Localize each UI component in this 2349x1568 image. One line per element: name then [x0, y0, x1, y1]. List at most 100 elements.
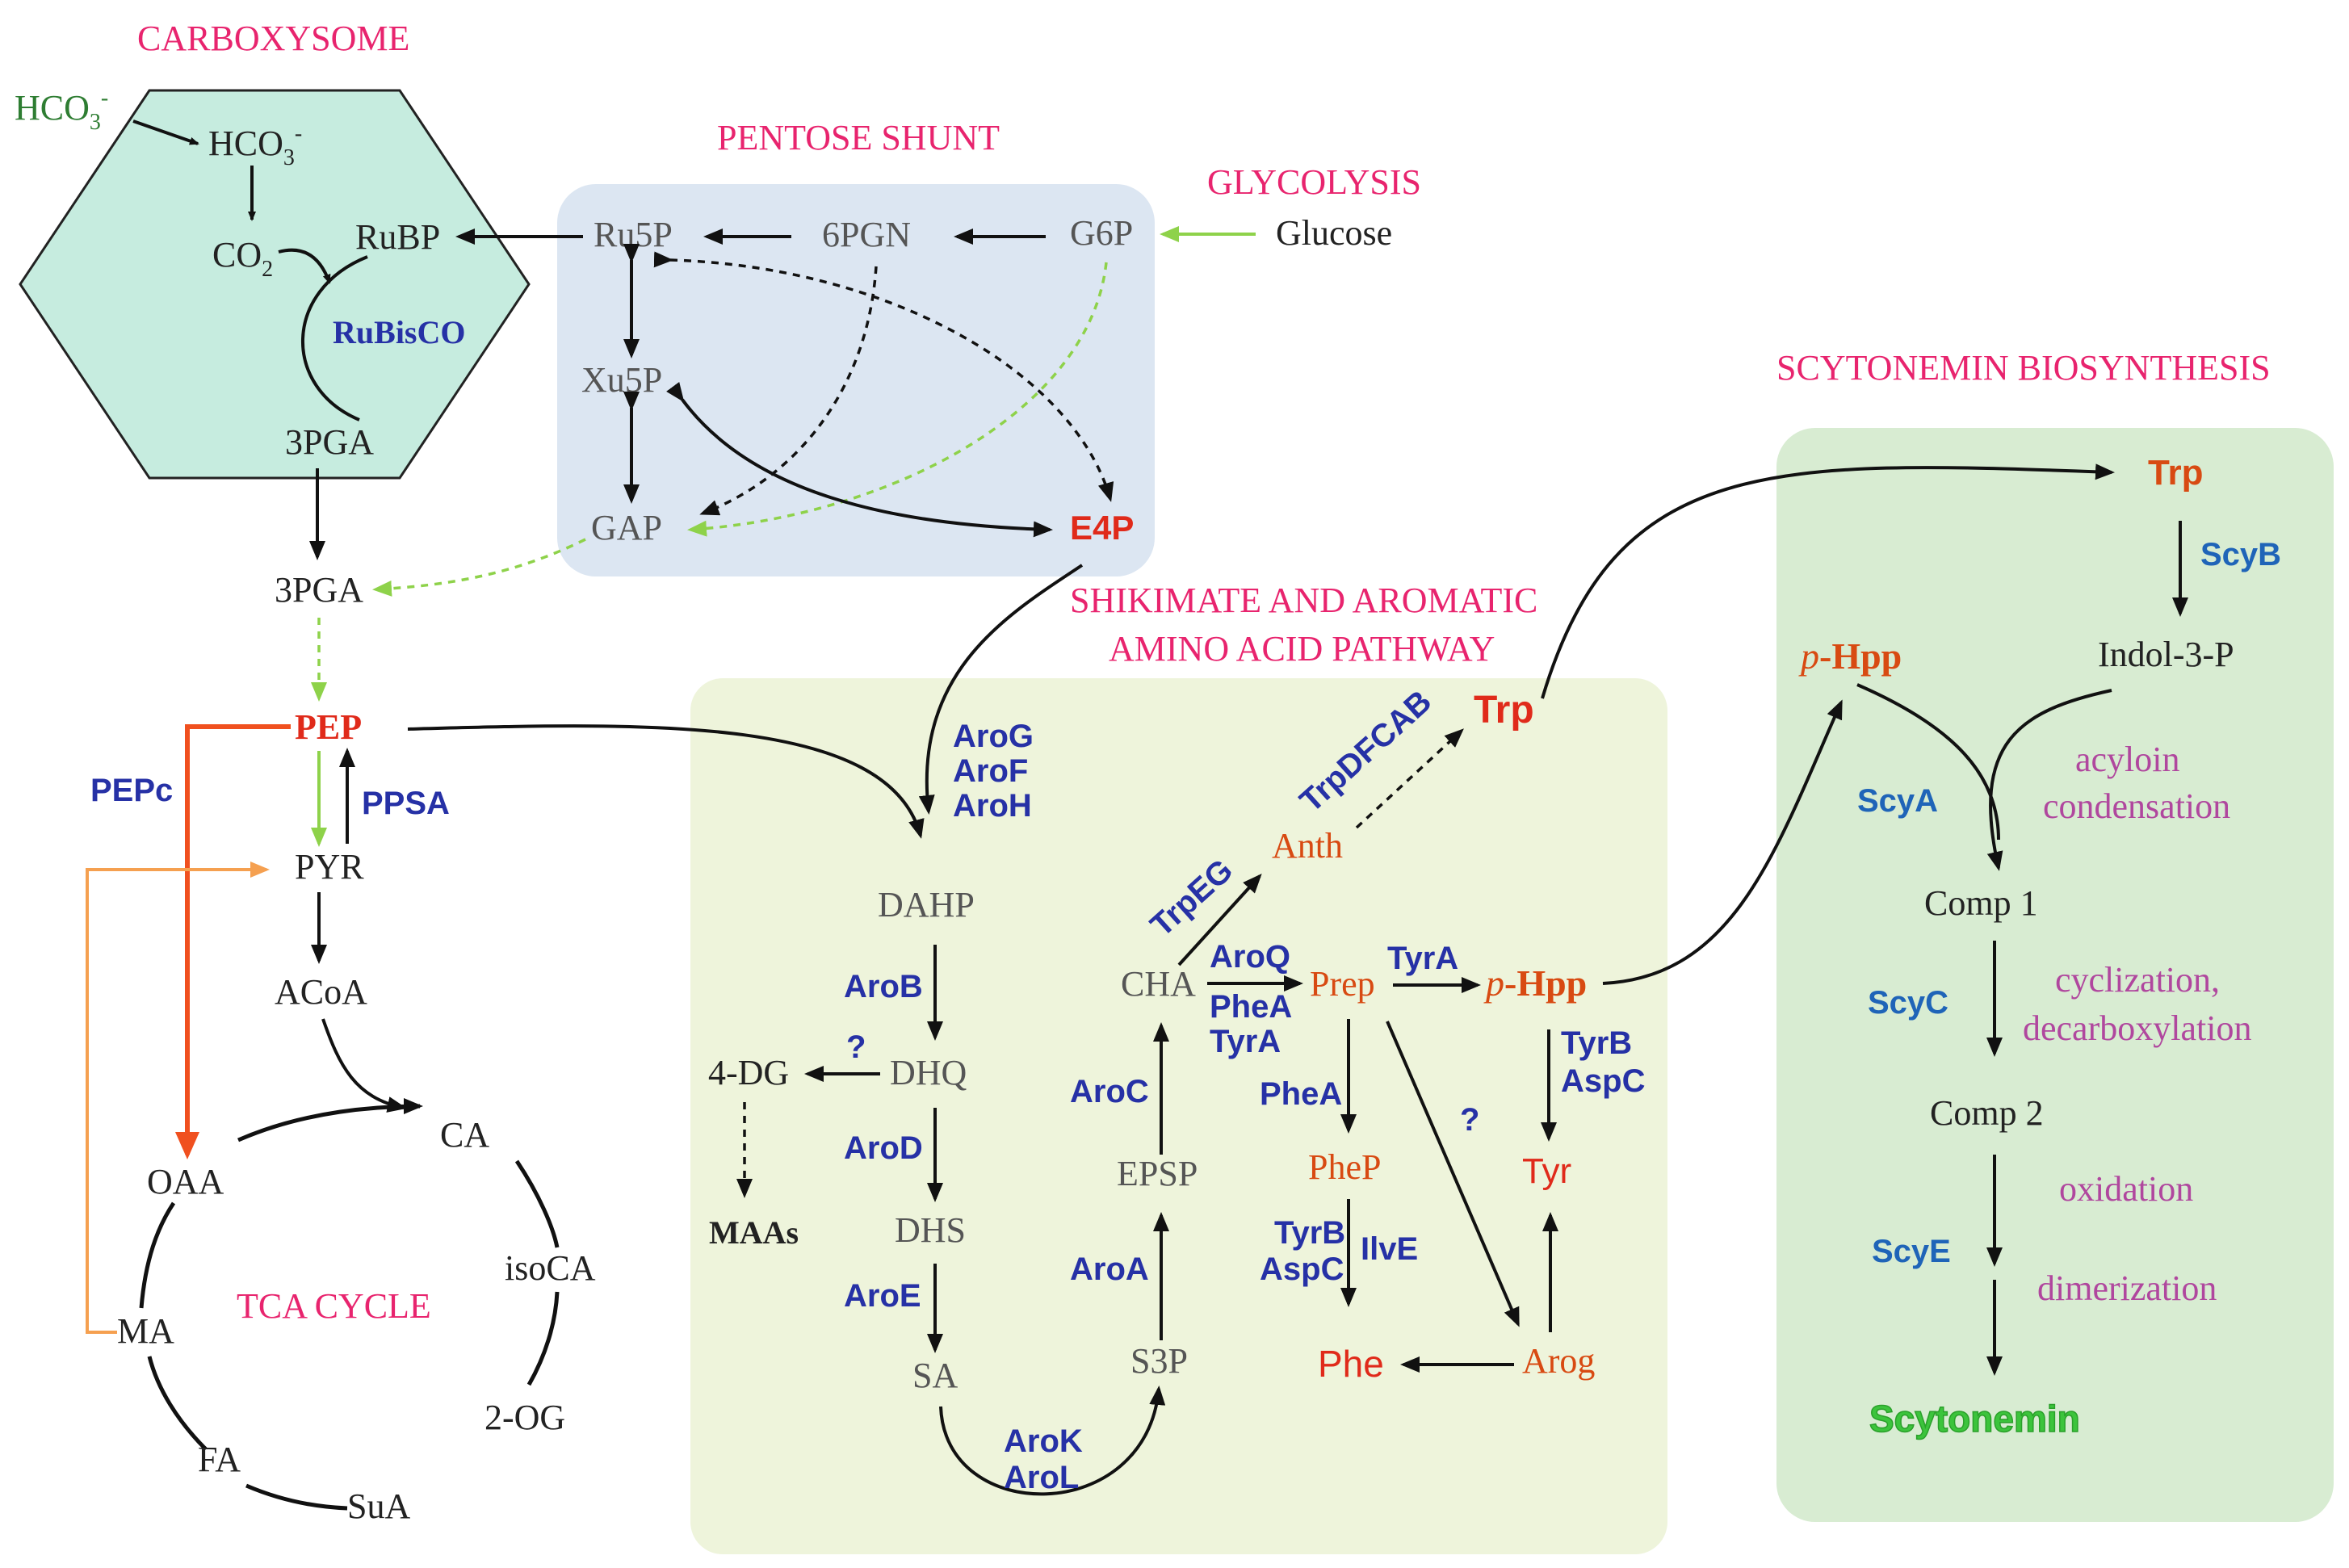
- enzyme-arog: AroG: [953, 719, 1034, 754]
- phep: PheP: [1308, 1147, 1381, 1187]
- epsp: EPSP: [1117, 1154, 1198, 1193]
- sa-to-s3p-arrow: [939, 1386, 1166, 1496]
- ma: MA: [117, 1311, 174, 1351]
- pep-to-dahp-arrow: [407, 724, 925, 839]
- tca-oaa-ca-arc: [237, 1098, 423, 1142]
- xu5p: Xu5P: [581, 360, 662, 400]
- xu5p-e4p-arrow: [666, 381, 1053, 538]
- 4-dg: 4-DG: [708, 1053, 789, 1092]
- shikimate-box: [690, 678, 1667, 1554]
- enzyme-aroc: AroC: [1070, 1074, 1149, 1109]
- 6pgn: 6PGN: [822, 215, 911, 254]
- process-decarboxylation: decarboxylation: [2023, 1008, 2251, 1048]
- hco3-internal: HCO3-: [208, 121, 302, 170]
- acoa: ACoA: [275, 972, 367, 1012]
- hpp-to-scytonemin-arrow: [1602, 699, 1843, 985]
- enzyme-arol: AroL: [1004, 1460, 1079, 1495]
- ppsa-enzyme: PPSA: [362, 786, 450, 821]
- acoa-to-ca-arrow: [321, 1018, 407, 1113]
- pyr: PYR: [295, 847, 364, 887]
- ru5p: Ru5P: [594, 215, 673, 254]
- p-hpp-shikimate: p-Hpp: [1483, 962, 1587, 1004]
- indol-to-comp1-arrow: [1986, 689, 2112, 871]
- rubisco-arc-arrow: [301, 255, 368, 421]
- rubp: RuBP: [355, 217, 440, 257]
- arog: Arog: [1522, 1341, 1595, 1381]
- trp-to-scytonemin-arrow: [1541, 463, 2115, 699]
- enzyme-tyra-2: TyrA: [1387, 941, 1458, 976]
- enzyme-arof: AroF: [953, 753, 1028, 789]
- enzyme-phea-1: PheA: [1210, 989, 1292, 1025]
- process-dimerization: dimerization: [2037, 1268, 2217, 1308]
- tca-fa-ma-arc: [147, 1356, 208, 1451]
- gap-to-3pga-green: [372, 538, 586, 597]
- enzyme-scyc: ScyC: [1868, 985, 1948, 1021]
- enzyme-tyrb-1: TyrB: [1274, 1215, 1345, 1251]
- hco3-import-arrow: [132, 119, 199, 145]
- enzyme-aspc-1: AspC: [1260, 1251, 1344, 1287]
- 2-og: 2-OG: [484, 1398, 565, 1437]
- fa: FA: [198, 1440, 241, 1479]
- enzyme-phea-2: PheA: [1260, 1076, 1342, 1112]
- glycolysis-title: GLYCOLYSIS: [1207, 162, 1421, 202]
- prep: Prep: [1310, 964, 1375, 1004]
- cha: CHA: [1121, 964, 1196, 1004]
- enzyme-aroh: AroH: [953, 788, 1032, 824]
- question-4dg: ?: [846, 1029, 866, 1065]
- enzyme-arob: AroB: [844, 969, 923, 1004]
- ca: CA: [440, 1115, 489, 1155]
- oaa: OAA: [147, 1162, 224, 1201]
- glucose: Glucose: [1276, 213, 1392, 253]
- enzyme-arod: AroD: [844, 1130, 923, 1166]
- co2-to-rubp-arrow: [278, 248, 331, 284]
- sa: SA: [912, 1356, 958, 1395]
- rubisco-enzyme: RuBisCO: [333, 314, 466, 350]
- comp-2: Comp 2: [1930, 1093, 2044, 1133]
- pep: PEP: [295, 707, 362, 747]
- pentose-shunt-title: PENTOSE SHUNT: [717, 118, 1000, 157]
- 3pga: 3PGA: [275, 570, 363, 610]
- maas: MAAs: [709, 1214, 799, 1251]
- dahp: DAHP: [878, 885, 975, 924]
- process-cyclization: cyclization,: [2055, 960, 2220, 1000]
- carboxysome-title: CARBOXYSOME: [137, 19, 409, 58]
- enzyme-scya: ScyA: [1857, 783, 1938, 819]
- enzyme-aspc-2: AspC: [1561, 1063, 1645, 1099]
- enzyme-scye: ScyE: [1872, 1234, 1951, 1269]
- process-oxidation: oxidation: [2059, 1169, 2193, 1209]
- enzyme-aroa: AroA: [1070, 1251, 1149, 1287]
- comp-1: Comp 1: [1924, 883, 2038, 923]
- enzyme-tyrb-2: TyrB: [1561, 1025, 1632, 1061]
- tca-sua-fa-arc: [245, 1483, 348, 1511]
- tca-cycle-title: TCA CYCLE: [237, 1286, 431, 1326]
- hpp-to-comp1-arrow: [1856, 683, 2000, 841]
- trp-scytonemin: Trp: [2148, 453, 2203, 493]
- process-condensation: condensation: [2043, 786, 2230, 826]
- scytonemin-box: [1776, 428, 2334, 1522]
- enzyme-tyra-1: TyrA: [1210, 1024, 1281, 1059]
- shikimate-title-line2: AMINO ACID PATHWAY: [1109, 629, 1495, 669]
- p-hpp-scytonemin: p-Hpp: [1798, 635, 1902, 677]
- isoca: isoCA: [505, 1248, 596, 1288]
- tca-ma-oaa-arc: [139, 1201, 176, 1309]
- enzyme-scyb: ScyB: [2200, 537, 2281, 572]
- s3p: S3P: [1130, 1341, 1188, 1381]
- anth-to-trp-dashed: [1355, 728, 1464, 829]
- tyr: Tyr: [1522, 1151, 1571, 1191]
- pepc-enzyme: PEPc: [90, 773, 173, 808]
- dhs: DHS: [895, 1210, 966, 1250]
- tca-ca-isoca-arc: [514, 1159, 560, 1248]
- hco3-external: HCO3-: [15, 86, 108, 135]
- sua: SuA: [347, 1486, 410, 1526]
- scytonemin-title: SCYTONEMIN BIOSYNTHESIS: [1776, 348, 2271, 388]
- indol-3-p: Indol-3-P: [2098, 635, 2234, 674]
- phe: Phe: [1318, 1343, 1384, 1385]
- process-acyloin: acyloin: [2075, 740, 2180, 779]
- question-arog: ?: [1460, 1102, 1479, 1138]
- gap: GAP: [591, 508, 662, 547]
- 3pga-carboxysome: 3PGA: [285, 422, 374, 462]
- enzyme-aroe: AroE: [844, 1278, 921, 1314]
- cha-to-anth-arrow: [1177, 874, 1262, 966]
- pepc-red-arrow: [175, 724, 291, 1159]
